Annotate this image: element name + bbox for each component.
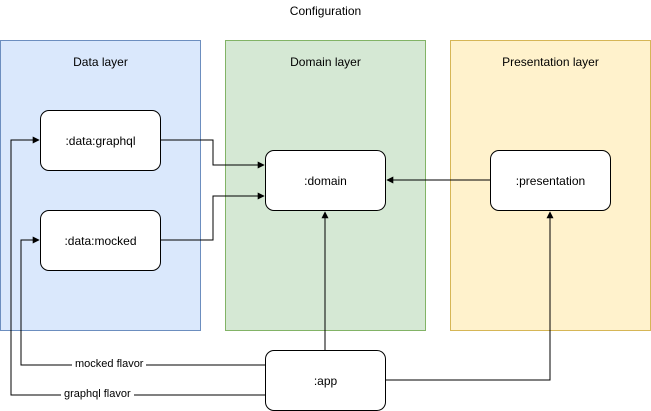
edge-app-to-presentation [385,211,554,381]
edge-graphql-to-domain [161,139,265,169]
diagram-title: Configuration [289,4,362,18]
edge-app-to-graphql [10,136,265,396]
presentation-layer-label: Presentation layer [502,55,599,69]
data-graphql-node[interactable]: :data:graphql [40,110,161,171]
data-mocked-node[interactable]: :data:mocked [40,210,161,271]
data-layer-container: Data layer [0,40,201,331]
domain-node[interactable]: :domain [265,150,386,211]
data-layer-label: Data layer [73,55,128,69]
presentation-node[interactable]: :presentation [490,150,611,211]
graphql-flavor-label: graphql flavor [61,388,134,401]
edge-mocked-to-domain [161,192,265,241]
app-node[interactable]: :app [265,350,386,411]
domain-layer-label: Domain layer [290,55,361,69]
mocked-flavor-label: mocked flavor [72,358,147,371]
